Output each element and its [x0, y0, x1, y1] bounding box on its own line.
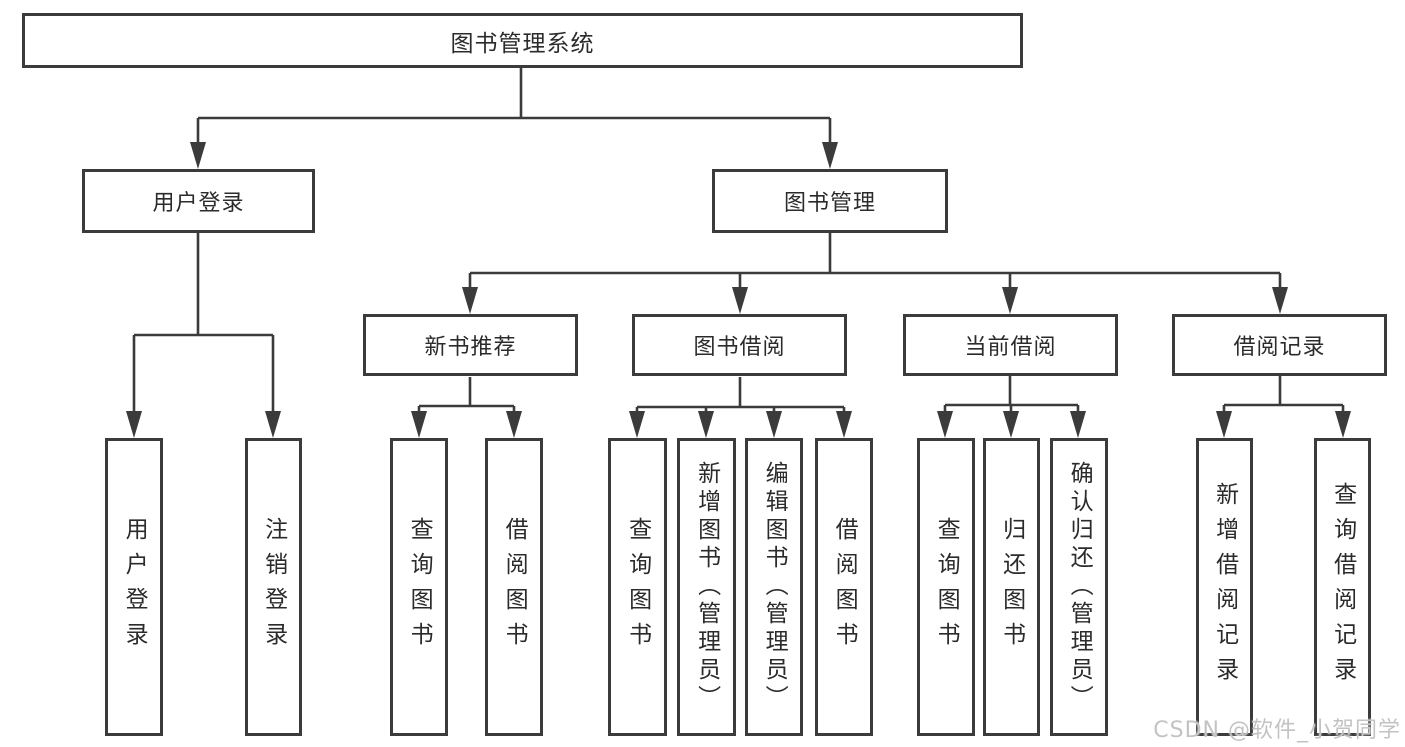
leaf-borrow-books-2-label: 借阅图书: [831, 517, 858, 657]
leaf-add-book-admin: 新增图书（管理员）: [677, 438, 736, 736]
node-user-login-label: 用户登录: [152, 191, 245, 216]
node-new-book-recommend-label: 新书推荐: [424, 335, 517, 360]
leaf-query-borrow-record-label: 查询借阅记录: [1329, 482, 1356, 692]
watermark-text: CSDN @软件_小贺同学: [1153, 718, 1401, 743]
leaf-query-books-2: 查询图书: [608, 438, 667, 736]
leaf-query-books-1-label: 查询图书: [406, 517, 433, 657]
leaf-query-books-3-label: 查询图书: [933, 517, 960, 657]
leaf-user-login-label: 用户登录: [121, 517, 148, 657]
node-borrow-records-label: 借阅记录: [1233, 335, 1326, 360]
leaf-return-books-label: 归还图书: [998, 517, 1025, 657]
leaf-return-books: 归还图书: [983, 438, 1040, 736]
node-borrow-records: 借阅记录: [1172, 314, 1387, 376]
leaf-query-books-3: 查询图书: [917, 438, 975, 736]
node-current-borrow-label: 当前借阅: [964, 335, 1057, 360]
leaf-borrow-books-2: 借阅图书: [815, 438, 873, 736]
node-book-management-label: 图书管理: [783, 191, 876, 216]
node-library-system: 图书管理系统: [22, 13, 1023, 68]
node-book-borrow: 图书借阅: [632, 314, 847, 376]
leaf-add-borrow-record: 新增借阅记录: [1196, 438, 1253, 736]
node-library-system-label: 图书管理系统: [450, 30, 595, 57]
node-book-borrow-label: 图书借阅: [693, 335, 786, 360]
node-book-management: 图书管理: [712, 169, 948, 233]
leaf-query-books-2-label: 查询图书: [624, 517, 651, 657]
arrowheads: [126, 142, 1351, 438]
leaf-logout: 注销登录: [245, 438, 302, 736]
leaf-edit-book-admin: 编辑图书（管理员）: [745, 438, 803, 736]
leaf-logout-label: 注销登录: [260, 517, 287, 657]
leaf-confirm-return-admin: 确认归还（管理员）: [1050, 438, 1108, 736]
leaf-add-borrow-record-label: 新增借阅记录: [1211, 482, 1238, 692]
leaf-query-books-1: 查询图书: [390, 438, 448, 736]
node-new-book-recommend: 新书推荐: [363, 314, 578, 376]
leaf-query-borrow-record: 查询借阅记录: [1314, 438, 1371, 736]
node-current-borrow: 当前借阅: [903, 314, 1118, 376]
leaf-borrow-books-1-label: 借阅图书: [501, 517, 528, 657]
leaf-add-book-admin-label: 新增图书（管理员）: [693, 461, 720, 713]
leaf-edit-book-admin-label: 编辑图书（管理员）: [761, 461, 788, 713]
leaf-confirm-return-admin-label: 确认归还（管理员）: [1066, 461, 1093, 713]
node-user-login: 用户登录: [82, 169, 315, 233]
leaf-user-login: 用户登录: [105, 438, 163, 736]
leaf-borrow-books-1: 借阅图书: [485, 438, 543, 736]
